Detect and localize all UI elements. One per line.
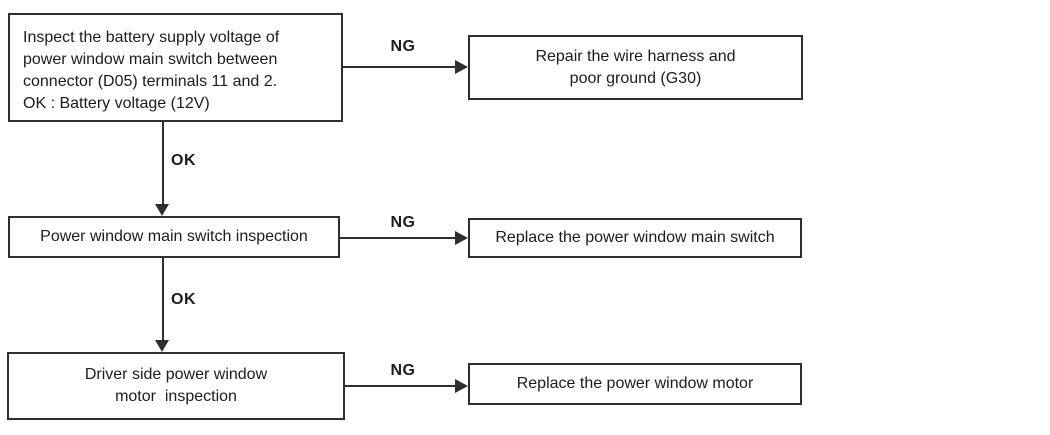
node-repair-wire-harness: Repair the wire harness and poor ground … — [468, 35, 803, 100]
edge-label-ok-2: OK — [171, 291, 196, 308]
arrow-line-ng-1 — [343, 66, 455, 68]
node-text-line: Replace the power window main switch — [495, 229, 775, 246]
node-text-line: Driver side power window — [84, 366, 268, 383]
arrow-line-ok-1 — [162, 122, 164, 205]
node-text-line: Power window main switch inspection — [40, 228, 308, 245]
edge-label-ng-2: NG — [390, 214, 416, 231]
node-text-line: motor inspection — [115, 388, 237, 405]
arrowhead-right-icon — [455, 379, 468, 393]
node-main-switch-inspection: Power window main switch inspection — [8, 216, 340, 258]
arrowhead-down-icon — [155, 340, 169, 352]
node-text-line: poor ground (G30) — [569, 69, 702, 87]
node-inspect-battery-voltage: Inspect the battery supply voltage of po… — [8, 13, 343, 122]
edge-label-ng-3: NG — [390, 362, 416, 379]
node-text-line: Inspect the battery supply voltage of — [23, 29, 280, 46]
arrowhead-right-icon — [455, 60, 468, 74]
arrowhead-right-icon — [455, 231, 468, 245]
node-replace-main-switch: Replace the power window main switch — [468, 218, 802, 258]
node-text-line: connector (D05) terminals 11 and 2. — [23, 73, 278, 90]
arrow-line-ng-2 — [340, 237, 455, 239]
node-motor-inspection: Driver side power window motor inspectio… — [7, 352, 345, 420]
arrow-line-ng-3 — [345, 385, 455, 387]
node-text-line: Replace the power window motor — [516, 375, 754, 392]
edge-label-ng-1: NG — [390, 38, 416, 55]
node-text-line: Repair the wire harness and — [535, 47, 736, 65]
node-replace-motor: Replace the power window motor — [468, 363, 802, 405]
arrow-line-ok-2 — [162, 258, 164, 341]
node-text-line: power window main switch between — [23, 51, 278, 68]
node-text-line: OK : Battery voltage (12V) — [23, 95, 210, 112]
arrowhead-down-icon — [155, 204, 169, 216]
edge-label-ok-1: OK — [171, 152, 196, 169]
